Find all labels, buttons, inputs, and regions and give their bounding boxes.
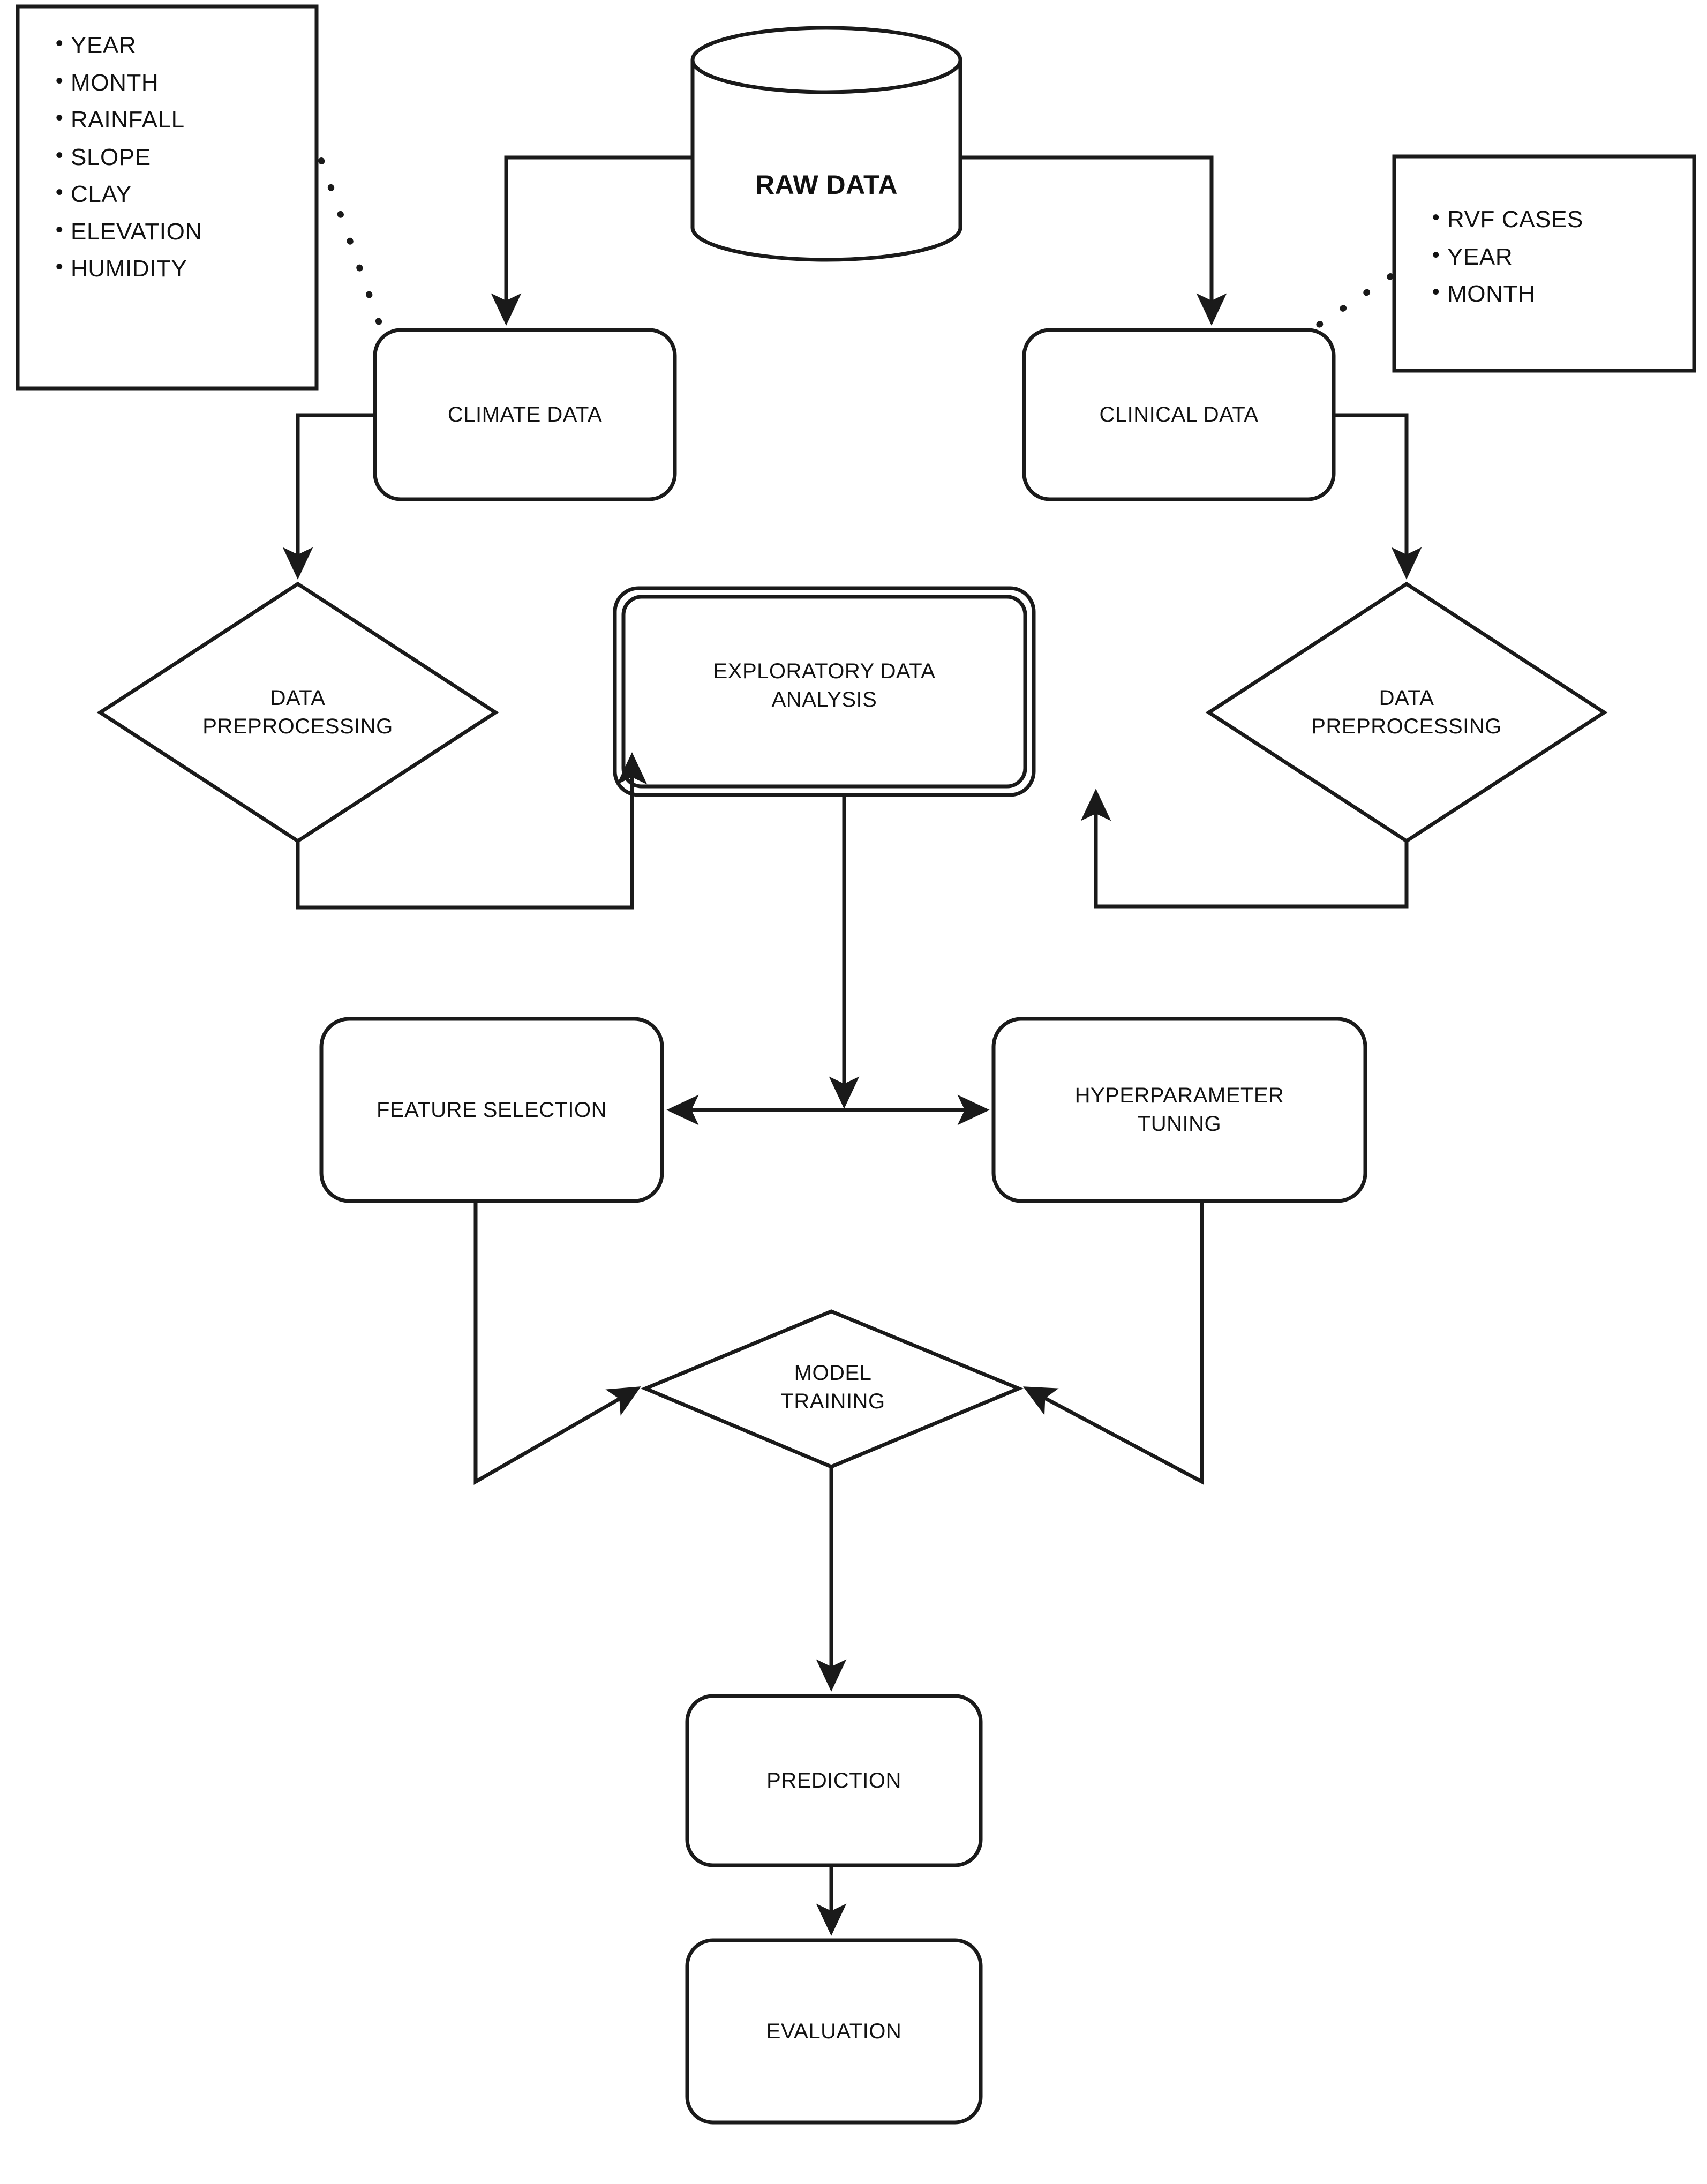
connector-climate-to-preprocessing-left [282,413,373,580]
connector-rawdata-to-clinical [962,155,1227,326]
climate-attributes-box [16,4,319,391]
climate-attributes-list: • YEAR • MONTH • RAINFALL • SLOPE • CLAY • ELE… [48,27,300,288]
bullet-icon: • [55,143,64,167]
attribute-label: HUMIDITY [71,256,187,282]
bullet-icon: • [55,106,64,130]
connector-rawdata-to-climate [491,155,691,326]
bullet-icon: • [55,181,64,205]
connector-clinical-to-preprocessing-right [1335,413,1422,580]
attribute-label: YEAR [71,32,137,58]
bullet-icon: • [55,255,64,279]
raw-data-cylinder [690,26,962,262]
list-item: • HUMIDITY [48,250,300,288]
attribute-label: MONTH [71,69,159,96]
attribute-label: MONTH [1447,281,1536,307]
hyperparameter-tuning-box [991,1017,1367,1203]
clinical-attributes-box [1392,154,1696,373]
connector-preprocessing-left-to-eda [296,752,648,910]
clinical-data-box [1022,328,1336,501]
attribute-label: SLOPE [71,144,151,170]
connector-hyperparameter-tuning-to-model-training [1023,1203,1204,1485]
feature-selection-box [319,1017,664,1203]
list-item: • ELEVATION [48,213,300,251]
attribute-label: RAINFALL [71,107,185,133]
list-item: • RAINFALL [48,101,300,139]
bullet-icon: • [55,32,64,55]
dotted-link-climate-attributes [318,157,385,332]
list-item: • MONTH [1425,275,1682,313]
climate-data-box [373,328,677,501]
list-item: • YEAR [48,27,300,64]
data-preprocessing-right-diamond [1205,581,1608,844]
list-item: • CLAY [48,176,300,213]
dotted-link-clinical-attributes [1308,273,1394,333]
bullet-icon: • [55,69,64,93]
bullet-icon: • [1432,280,1440,304]
bullet-icon: • [1432,206,1440,229]
list-item: • MONTH [48,64,300,102]
list-item: • YEAR [1425,238,1682,276]
connector-preprocessing-right-to-eda [1080,789,1409,909]
prediction-box [685,1694,983,1867]
exploratory-data-analysis-box [613,586,1036,797]
connector-feature-selection-to-model-training [473,1203,641,1485]
list-item: • SLOPE [48,139,300,176]
attribute-label: YEAR [1447,243,1513,270]
attribute-label: RVF CASES [1447,206,1583,232]
evaluation-box [685,1938,983,2125]
list-item: • RVF CASES [1425,201,1682,238]
data-preprocessing-left-diamond [96,581,499,844]
attribute-label: ELEVATION [71,218,202,245]
bullet-icon: • [55,217,64,242]
model-training-diamond [640,1309,1024,1469]
bullet-icon: • [1432,243,1440,267]
attribute-label: CLAY [71,181,132,208]
clinical-attributes-list: • RVF CASES • YEAR • MONTH [1425,201,1682,313]
